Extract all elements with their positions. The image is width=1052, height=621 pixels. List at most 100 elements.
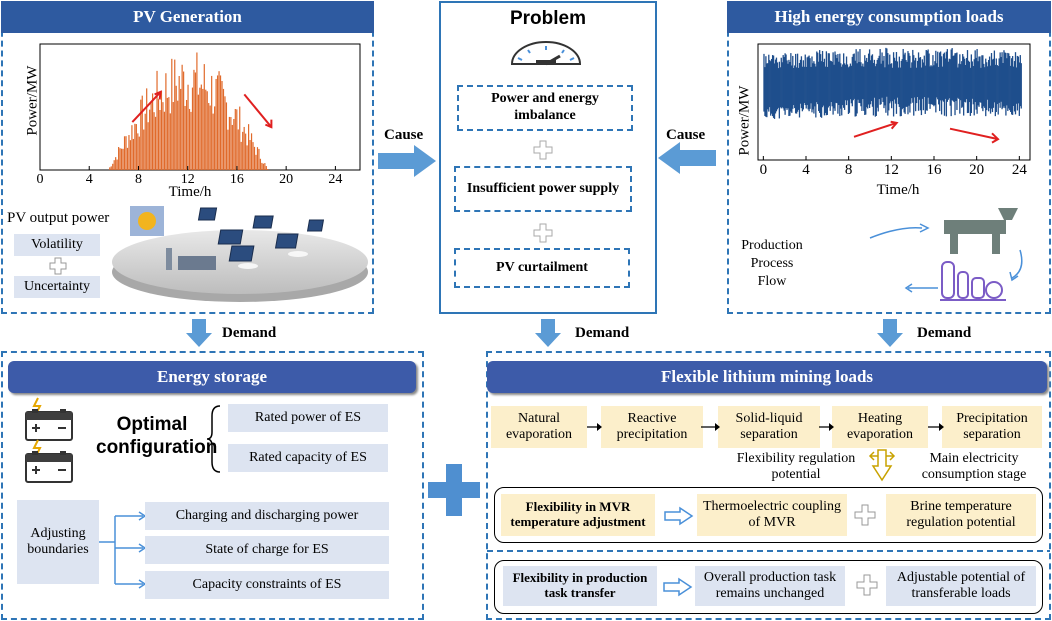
- pv-bar: [267, 169, 269, 170]
- load-bar: [886, 48, 888, 97]
- load-xtick-label: 20: [969, 162, 985, 178]
- load-bar: [1011, 56, 1014, 115]
- pv-bar: [197, 94, 199, 170]
- load-bar: [887, 53, 889, 116]
- pv-bar: [242, 131, 244, 170]
- pv-bar: [146, 88, 148, 170]
- load-bar: [885, 47, 887, 113]
- load-bar: [945, 51, 948, 117]
- pv-bar: [132, 138, 134, 170]
- pv-bar: [165, 73, 167, 170]
- load-bar: [957, 67, 959, 98]
- load-bar: [810, 66, 812, 104]
- load-bar: [954, 53, 956, 116]
- load-bar: [899, 67, 901, 117]
- adjusting-branch-lines: [99, 511, 147, 589]
- charging-power-box: Charging and discharging power: [145, 502, 389, 530]
- demand-center-arrow: [535, 319, 561, 347]
- falling-trend-arrow: [243, 93, 273, 128]
- falling-trend-arrow: [949, 127, 999, 141]
- load-bar: [960, 64, 962, 101]
- load-bar: [910, 67, 912, 104]
- pv-bar: [240, 141, 242, 170]
- pv-xtick-label: 12: [180, 172, 195, 187]
- load-bar: [975, 57, 977, 110]
- step-natural-evaporation: Natural evaporation: [491, 406, 587, 448]
- flow-label-line2: Process: [750, 256, 794, 271]
- pv-bar: [193, 69, 195, 170]
- load-bar: [951, 48, 953, 101]
- lithium-loads-title: Flexible lithium mining loads: [487, 361, 1047, 393]
- load-bar: [948, 58, 950, 99]
- hollow-arrow-icon: [664, 506, 694, 526]
- load-bar: [980, 67, 982, 103]
- load-bar: [919, 57, 922, 111]
- load-bar: [900, 60, 902, 117]
- load-bar: [820, 61, 823, 118]
- high-energy-loads-title: High energy consumption loads: [727, 1, 1051, 33]
- load-bar: [943, 52, 946, 116]
- load-bar: [977, 61, 979, 106]
- load-bar: [958, 63, 960, 99]
- pv-bar: [156, 70, 158, 170]
- pv-bar: [203, 64, 205, 170]
- load-bar: [774, 59, 777, 114]
- load-bar: [877, 58, 879, 112]
- load-bar: [987, 66, 989, 100]
- load-bar: [772, 55, 775, 118]
- problem-item-curtailment: PV curtailment: [454, 248, 630, 288]
- load-bar: [795, 53, 797, 114]
- load-bar: [785, 54, 787, 109]
- load-bar: [855, 49, 857, 117]
- load-bar: [804, 54, 806, 106]
- load-xtick-label: 4: [802, 162, 810, 178]
- step-arrows: [587, 423, 944, 431]
- load-bar: [987, 59, 990, 112]
- load-bar: [889, 54, 891, 104]
- load-bar: [1018, 62, 1020, 116]
- step-reactive-precipitation: Reactive precipitation: [601, 406, 703, 448]
- load-bar: [851, 56, 853, 107]
- pv-xtick-label: 24: [328, 172, 343, 187]
- load-bar: [847, 67, 850, 114]
- load-bar: [986, 62, 988, 111]
- production-process-illustration: [869, 208, 1023, 301]
- pv-bar: [131, 125, 133, 170]
- volatility-box: Volatility: [14, 234, 100, 256]
- pv-bar: [261, 162, 263, 170]
- mvr-row-frame: [494, 487, 1043, 543]
- load-bar: [939, 51, 942, 101]
- load-bar: [1012, 66, 1015, 106]
- hollow-arrow-icon: [663, 577, 693, 597]
- load-bar: [868, 49, 871, 108]
- load-bar: [932, 55, 934, 105]
- pv-bar: [249, 140, 251, 170]
- capacity-constraints-box: Capacity constraints of ES: [145, 571, 389, 599]
- pv-bar: [183, 71, 185, 170]
- load-bar: [775, 57, 778, 112]
- pv-bar: [218, 71, 220, 170]
- load-bar: [809, 58, 811, 109]
- load-bar: [990, 53, 993, 109]
- load-bar: [942, 53, 945, 102]
- pv-bar: [202, 88, 204, 170]
- load-bar: [763, 53, 765, 112]
- load-bar: [838, 61, 840, 106]
- load-bar: [765, 56, 767, 117]
- energy-storage-title: Energy storage: [8, 361, 416, 393]
- load-bar: [787, 63, 789, 109]
- load-bar: [881, 52, 883, 98]
- load-bar: [930, 65, 932, 105]
- pv-bar: [115, 157, 117, 170]
- load-bar: [862, 63, 864, 100]
- load-bar: [1019, 55, 1021, 107]
- load-bar: [940, 56, 943, 115]
- problem-title: Problem: [509, 8, 587, 29]
- load-bar: [835, 54, 837, 103]
- load-bar: [923, 55, 925, 98]
- cause-left-label: Cause: [384, 127, 424, 143]
- load-bar: [771, 58, 773, 114]
- pv-bar: [154, 116, 157, 170]
- load-bar: [979, 56, 981, 103]
- load-bar: [931, 66, 933, 105]
